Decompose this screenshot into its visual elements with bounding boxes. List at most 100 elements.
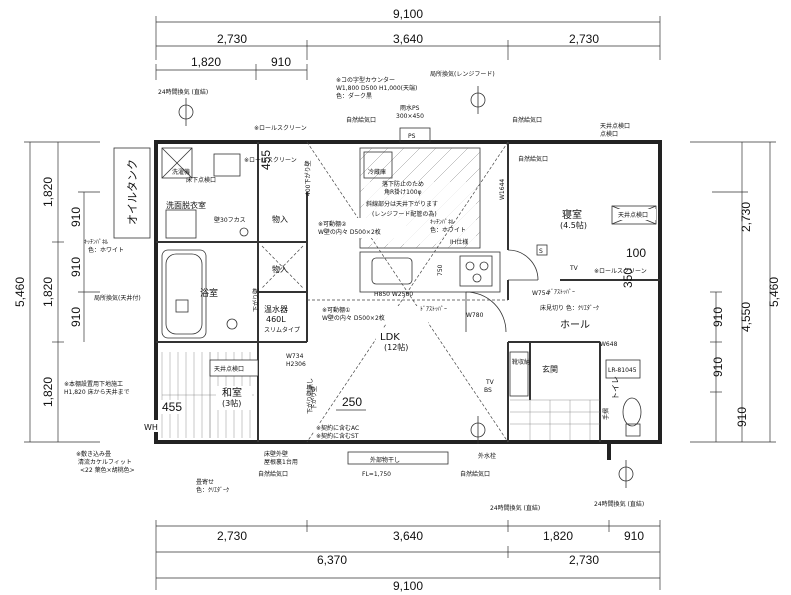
outer-wall-2: 屋根裏1台用 <box>264 458 298 466</box>
tatami-frame: 畳寄せ <box>196 478 214 486</box>
wash-room: 洗濯機 床下点検口 洗面脱衣室 壁30フカス ※ロールスクリーン <box>161 147 297 239</box>
dim-350: 350 <box>621 268 635 288</box>
ceiling-inspect-bedroom: 天井点検口 <box>618 211 648 219</box>
wash-room-name: 洗面脱衣室 <box>166 200 206 210</box>
dim-455-a: 455 <box>259 150 273 170</box>
bath-room: 浴室 <box>161 249 238 339</box>
wh-label: WH <box>144 423 158 432</box>
bottom-annotations: ※敷き込み畳 清流カケルフィット <22 葉色×胡桃色> 畳寄せ 色：ｸﾘｴﾀﾞ… <box>76 416 644 512</box>
tv-bedroom: TV <box>569 265 579 272</box>
ldk-name: LDK <box>380 332 400 343</box>
ldk-room: LDK (12帖) ※可動棚② W壁の内々 D500×2枚 ※可動棚① W壁の内… <box>306 141 509 443</box>
hall-area: 床見切り 色：ｸﾘｴﾀﾞｰｸ ホール W648 玄関 靴収納 LR-81045 … <box>509 289 642 440</box>
water-heater-cap: 460L <box>266 315 286 324</box>
dim-right-2730: 2,730 <box>739 202 753 232</box>
bedroom-name: 寝室 <box>562 208 582 221</box>
dim-bot-total: 9,100 <box>393 579 423 593</box>
dim-bot-2730-b: 2,730 <box>569 553 599 567</box>
slope-note-2: (レンジフード配管の為) <box>372 210 437 218</box>
dim-top-2730-b: 2,730 <box>569 32 599 46</box>
roll-screen-top: ※ロールスクリーン <box>254 125 307 132</box>
w1644-label: W1644 <box>499 179 506 200</box>
vent-local-bath: 局所換気(天井付) <box>94 294 141 302</box>
right-dimensions: 5,460 2,730 4,550 910 910 910 <box>690 141 781 443</box>
vent-24-bottom-left: 24時間換気 (直結) <box>490 504 540 512</box>
dim-top-3640: 3,640 <box>393 32 423 46</box>
w780-label: W780 <box>466 312 484 319</box>
movable-shelf-2: ※可動棚② <box>318 220 347 228</box>
roll-screen-3: ※ロールスクリーン <box>594 268 647 275</box>
door-stopper-1: ﾄﾞｱｽﾄｯﾊﾟｰ <box>420 306 447 313</box>
dim-top-910: 910 <box>271 55 291 69</box>
tatami-note-2: 清流カケルフィット <box>78 458 132 466</box>
outer-wall: 床壁外壁 <box>264 450 288 458</box>
dim-right-total: 5,460 <box>767 277 781 307</box>
storage-area: 物入 物入 温水器 460L スリムタイプ W734 H2306 <box>261 214 306 368</box>
dim-750: 750 <box>437 264 444 276</box>
fl-label: FL=1,750 <box>362 471 391 478</box>
ceiling-inspect-3: 点検口 <box>600 130 618 138</box>
dim-right-910-a: 910 <box>711 307 725 327</box>
dim-100: 100 <box>626 246 646 260</box>
dim-bot-3640: 3,640 <box>393 529 423 543</box>
contract-ac: ※契約に含むAC <box>316 424 359 432</box>
tatami-note: ※敷き込み畳 <box>76 450 111 458</box>
building-note: ※本棚設置用下地施工 <box>64 380 123 388</box>
interior-walls <box>156 142 660 442</box>
ldk-size: (12帖) <box>384 342 408 352</box>
door-stopper-2: ﾄﾞｱｽﾄｯﾊﾟｰ <box>548 289 575 296</box>
s-mark: S <box>539 248 543 255</box>
dim-left-910-b: 910 <box>69 257 83 277</box>
vent-24-top: 24時間換気 (直結) <box>158 88 208 96</box>
natural-air-bottom: 自然給気口 <box>258 470 288 478</box>
contract-st: ※契約に含むST <box>316 432 359 440</box>
water-heater-name: 温水器 <box>264 304 288 314</box>
tatami-note-3: <22 葉色×胡桃色> <box>80 466 135 474</box>
toilet-name: トイレ <box>611 376 620 400</box>
dim-right-910-b: 910 <box>711 357 725 377</box>
floor-partition: 床見切り 色：ｸﾘｴﾀﾞｰｸ <box>540 304 599 312</box>
roll-screen-2-label: ※ロールスクリーン <box>244 157 297 164</box>
bath-name: 浴室 <box>200 287 218 299</box>
h2306-label: H2306 <box>286 361 306 368</box>
dim-left-1820-c: 1,820 <box>41 377 55 407</box>
dim-455-b: 455 <box>162 400 182 414</box>
w734-label: W734 <box>286 353 304 360</box>
entrance-name: 玄関 <box>542 364 558 374</box>
rain-ps-size: 300×450 <box>396 113 424 120</box>
storage-2-label: 物入 <box>272 264 288 274</box>
ih-label: IH仕様 <box>450 238 468 246</box>
ceiling-inspect-top: 天井点検口 <box>600 122 630 130</box>
tv-ldk: TV <box>485 379 495 386</box>
w648-label: W648 <box>600 341 618 348</box>
sageuri-3: 下がり壁 <box>310 386 318 410</box>
tatami-frame-color: 色：ｸﾘｴﾀﾞｰｸ <box>196 486 229 494</box>
kitchen-vent: 局所換気(レンジフード) <box>430 70 495 78</box>
slope-note: 斜線部分は天井下がります <box>366 200 438 208</box>
dim-bot-6370: 6,370 <box>317 553 347 567</box>
sageuri-none: 下がり壁無し <box>306 378 314 414</box>
laundry-label: 洗濯機 <box>172 168 190 176</box>
dim-right-910-c: 910 <box>735 407 749 427</box>
fridge-label: 冷蔵庫 <box>368 168 386 176</box>
wall30-label: 壁30フカス <box>214 216 246 224</box>
dim-top-total: 9,100 <box>393 7 423 21</box>
natural-air-bottom-2: 自然給気口 <box>460 470 490 478</box>
top-annotations: 24時間換気 (直結) 局所換気(レンジフード) ※コの字型カウンター W1,8… <box>158 70 630 196</box>
kitchen-panel: ｷｯﾁﾝﾊﾟﾈﾙ <box>84 239 108 246</box>
fall-prevent-2: 角R掛け100φ <box>384 188 422 196</box>
ceiling-inspect-washitsu: 天井点検口 <box>214 365 244 373</box>
bs-label: BS <box>484 387 492 394</box>
natural-air-top: 自然給気口 <box>346 116 376 124</box>
dim-250: 250 <box>342 395 362 409</box>
oil-tank-label: オイルタンク <box>126 159 139 225</box>
vent-24-bottom-right: 24時間換気 (直結) <box>594 500 644 508</box>
kitchen-panel-2-color: 色：ホワイト <box>430 226 466 234</box>
counter-color: 色：ダーク黒 <box>336 92 372 100</box>
left-annotations: ｷｯﾁﾝﾊﾟﾈﾙ 色：ホワイト 局所換気(天井付) ※本棚設置用下地施工 H1,… <box>64 239 318 410</box>
handrail-label: 手摺 <box>602 408 610 420</box>
bedroom-size: (4.5帖) <box>560 220 587 230</box>
rain-ps: 雨水PS <box>400 104 420 112</box>
counter-spec: ※コの字型カウンター <box>336 76 395 84</box>
dim-left-total: 5,460 <box>13 277 27 307</box>
